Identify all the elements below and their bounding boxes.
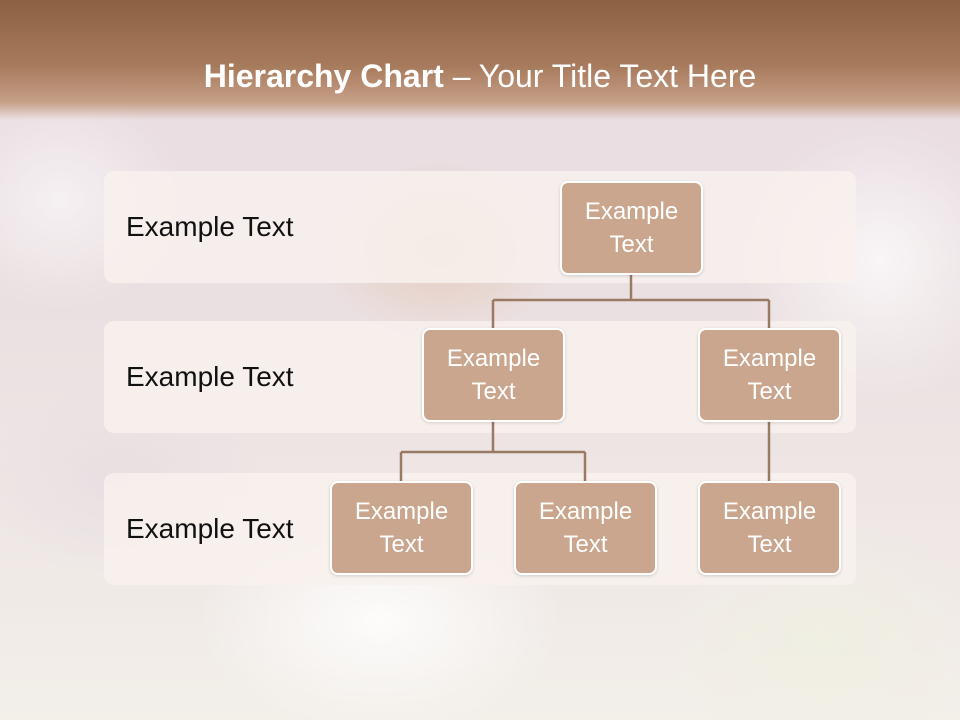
- title-rest: – Your Title Text Here: [443, 58, 757, 94]
- level-label-2: Example Text: [126, 361, 294, 392]
- level-label-3: Example Text: [126, 513, 294, 544]
- node-level2-left-text: Example Text: [446, 345, 541, 405]
- node-level2-right[interactable]: Example Text: [698, 328, 841, 422]
- node-level3-left-2[interactable]: Example Text: [514, 481, 657, 575]
- slide-title: Hierarchy Chart – Your Title Text Here: [0, 56, 960, 96]
- node-level3-right[interactable]: Example Text: [698, 481, 841, 575]
- title-bold: Hierarchy Chart: [203, 58, 444, 94]
- node-level2-left[interactable]: Example Text: [422, 328, 565, 422]
- title-bar: [0, 0, 960, 120]
- node-level3-left-1[interactable]: Example Text: [330, 481, 473, 575]
- node-root-text: Example Text: [584, 198, 679, 258]
- node-level3-left-2-text: Example Text: [538, 498, 633, 558]
- node-level3-right-text: Example Text: [722, 498, 817, 558]
- node-level3-left-1-text: Example Text: [354, 498, 449, 558]
- node-root[interactable]: Example Text: [560, 181, 703, 275]
- level-band-1: Example Text: [104, 171, 856, 283]
- node-level2-right-text: Example Text: [722, 345, 817, 405]
- level-label-1: Example Text: [126, 211, 294, 242]
